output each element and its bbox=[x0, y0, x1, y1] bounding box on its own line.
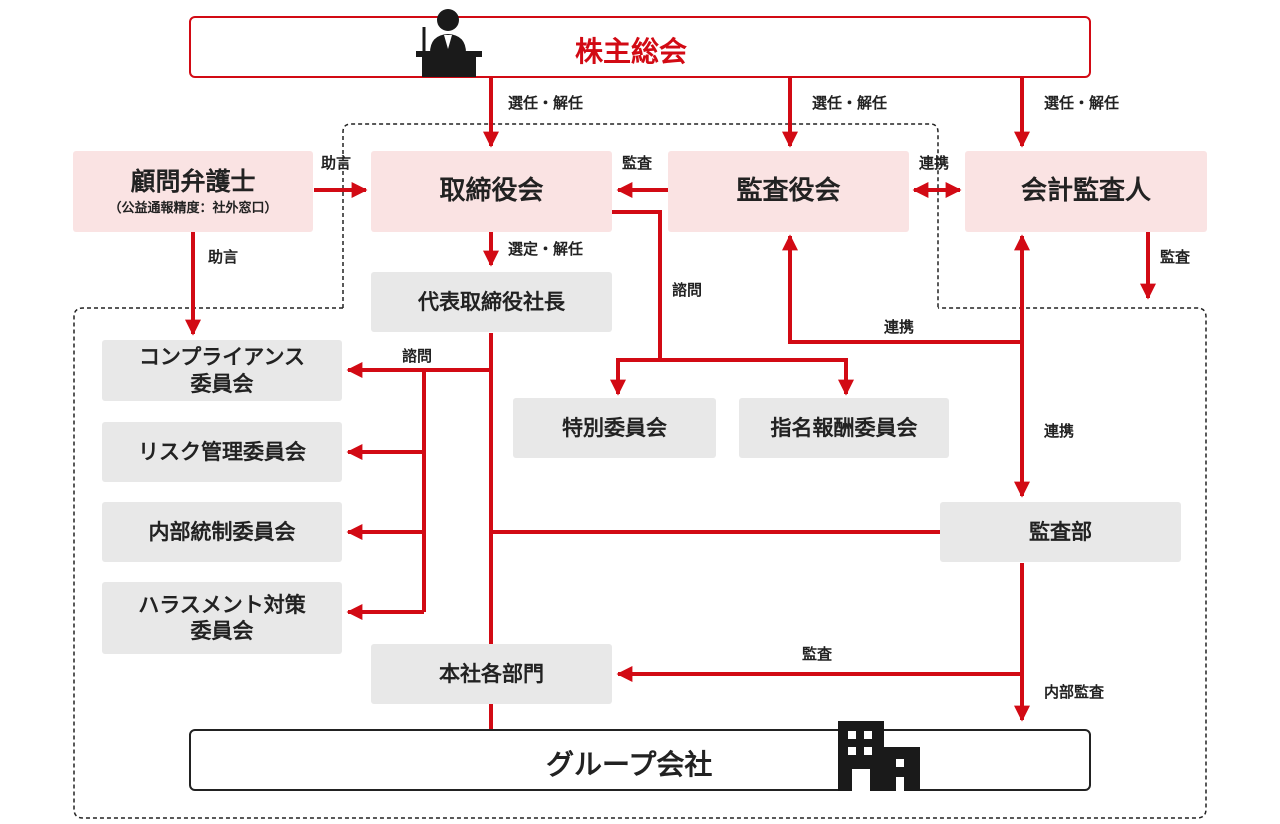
audit-dept-box: 監査部 bbox=[940, 502, 1181, 562]
group-company-frame bbox=[189, 729, 1091, 791]
label-elect-accounting: 選任・解任 bbox=[1044, 94, 1120, 112]
label-audit-board: 監査 bbox=[622, 154, 653, 172]
advisor-box: 顧問弁護士 （公益通報精度：社外窓口） bbox=[73, 151, 313, 232]
label-elect-audit: 選任・解任 bbox=[812, 94, 888, 112]
label-advice-compliance: 助言 bbox=[208, 248, 239, 266]
label-audit-accounting: 監査 bbox=[1160, 248, 1191, 266]
shareholders-title: 株主総会 bbox=[575, 35, 688, 68]
hq-box: 本社各部門 bbox=[371, 644, 612, 704]
speaker-podium-icon bbox=[416, 9, 482, 77]
label-link-accounting: 連携 bbox=[919, 154, 950, 172]
advisor-subtitle: （公益通報精度：社外窓口） bbox=[108, 201, 278, 216]
board-box: 取締役会 bbox=[371, 151, 612, 232]
nomination-committee-box: 指名報酬委員会 bbox=[739, 398, 949, 458]
dashed-company-group bbox=[73, 307, 1207, 819]
group-company-title: グループ会社 bbox=[546, 748, 713, 781]
accounting-auditor-box: 会計監査人 bbox=[965, 151, 1207, 232]
harassment-committee-box: ハラスメント対策 委員会 bbox=[102, 582, 342, 654]
audit-board-box: 監査役会 bbox=[668, 151, 909, 232]
building-icon bbox=[838, 721, 920, 791]
advisor-title: 顧問弁護士 bbox=[130, 166, 256, 196]
label-internal-audit: 内部監査 bbox=[1044, 683, 1105, 701]
label-select: 選定・解任 bbox=[508, 240, 584, 258]
compliance-committee-box: コンプライアンス 委員会 bbox=[102, 340, 342, 401]
label-elect-board: 選任・解任 bbox=[508, 94, 584, 112]
label-consult-committees: 諮問 bbox=[402, 347, 433, 365]
label-consult-special: 諮問 bbox=[672, 281, 703, 299]
president-box: 代表取締役社長 bbox=[371, 272, 612, 332]
shareholders-frame bbox=[189, 16, 1091, 78]
label-link-audit-board: 連携 bbox=[884, 318, 915, 336]
internal-control-committee-box: 内部統制委員会 bbox=[102, 502, 342, 562]
dashed-board-group bbox=[342, 123, 939, 308]
risk-committee-box: リスク管理委員会 bbox=[102, 422, 342, 482]
special-committee-box: 特別委員会 bbox=[513, 398, 716, 458]
label-advice-board: 助言 bbox=[321, 154, 352, 172]
label-link-audit-dept: 連携 bbox=[1044, 422, 1075, 440]
label-audit-hq: 監査 bbox=[802, 645, 833, 663]
